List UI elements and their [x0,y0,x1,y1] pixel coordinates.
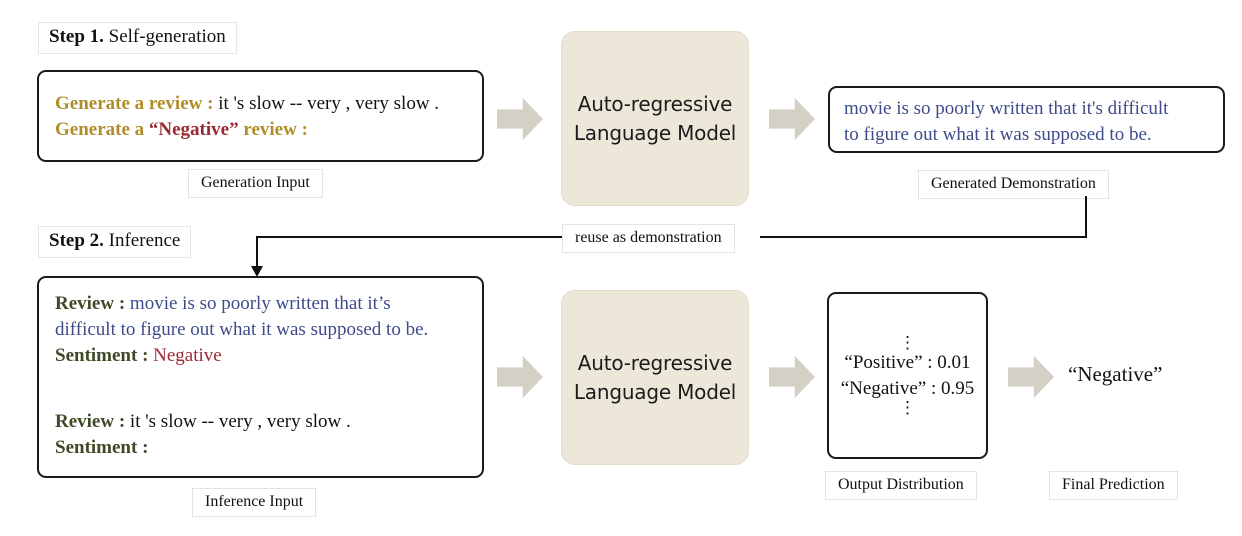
connector-vertical-left [256,236,258,269]
demo-review-value-line1: movie is so poorly written that it’s [129,293,391,314]
reuse-as-demonstration-label: reuse as demonstration [562,224,735,254]
generated-demo-line2: to figure out what it was supposed to be… [844,124,1152,146]
final-prediction-value: “Negative” [1068,362,1162,387]
demo-review-key: Review : [55,293,126,314]
inference-input-box: Review : movie is so poorly written that… [37,276,484,478]
distribution-dots-bottom: ⋮ [899,397,916,417]
output-distribution-caption-text: Output Distribution [838,476,964,493]
step1-name: Self-generation [108,26,226,47]
demo-sentiment-key: Sentiment : [55,345,149,367]
distribution-row-negative: “Negative” : 0.95 [840,377,975,399]
connector-horizontal-right [760,236,1087,238]
generation-input-box: Generate a review : it 's slow -- very ,… [37,70,484,162]
model-step2-line1: Auto-regressive [577,350,733,375]
model-step2-line2: Language Model [573,379,737,404]
generate-negative-label: “Negative” [148,119,239,141]
demo-sentiment-value: Negative [153,345,222,367]
inference-demo-sentiment-line: Sentiment : Negative [55,343,480,369]
arrow-generation-to-model-icon [497,97,543,141]
generated-demo-line1: movie is so poorly written that it's dif… [844,98,1169,119]
model-step1-line2: Language Model [573,120,737,145]
output-distribution-caption: Output Distribution [825,471,977,501]
connector-horizontal-left [256,236,562,238]
inference-query-review-line: Review : it 's slow -- very , very slow … [55,409,480,435]
inference-input-caption-text: Inference Input [205,493,304,510]
arrow-model-to-distribution-icon [769,355,815,399]
generated-demonstration-caption: Generated Demonstration [918,170,1109,200]
query-sentiment-key: Sentiment : [55,437,149,459]
generated-demonstration-box: movie is so poorly written that it's dif… [828,86,1225,153]
generated-demonstration-caption-text: Generated Demonstration [931,175,1096,192]
step1-number: Step 1. [49,26,104,47]
language-model-box-step1: Auto-regressive Language Model [561,31,749,206]
generate-negative-prefix: Generate a [55,119,145,141]
generation-input-caption: Generation Input [188,169,323,199]
distribution-row-positive: “Positive” : 0.01 [844,352,971,374]
arrow-distribution-to-prediction-icon [1008,355,1054,399]
distribution-dots-top: ⋮ [899,332,916,352]
inference-query-sentiment-line: Sentiment : [55,435,480,461]
demo-review-value-line2: difficult to figure out what it was supp… [55,319,429,341]
query-review-value: it 's slow -- very , very slow . [129,411,351,432]
connector-vertical-right [1085,196,1087,238]
final-prediction-text: “Negative” [1068,362,1163,386]
reuse-as-demonstration-text: reuse as demonstration [575,229,722,246]
generate-negative-suffix: review : [243,119,308,141]
inference-demo-review-line: Review : movie is so poorly written that… [55,291,480,317]
arrow-inference-to-model-icon [497,355,543,399]
generation-input-caption-text: Generation Input [201,174,310,191]
arrow-model-to-demonstration-icon [769,97,815,141]
inference-input-caption: Inference Input [192,488,317,518]
generation-input-line2: Generate a “Negative” review : [55,117,475,143]
step2-name: Inference [108,230,181,251]
connector-arrowhead-icon [251,266,263,277]
final-prediction-caption: Final Prediction [1049,471,1178,501]
step2-label: Step 2. Inference [38,226,192,258]
generate-review-value: it 's slow -- very , very slow . [218,93,440,114]
generate-review-key: Generate a review : [55,93,214,114]
step1-label: Step 1. Self-generation [38,22,237,54]
query-review-key: Review : [55,411,126,432]
output-distribution-box: ⋮ “Positive” : 0.01 “Negative” : 0.95 ⋮ [827,292,988,459]
generation-input-line1: Generate a review : it 's slow -- very ,… [55,91,475,117]
step2-number: Step 2. [49,230,104,251]
language-model-box-step2: Auto-regressive Language Model [561,290,749,465]
model-step1-line1: Auto-regressive [577,91,733,116]
final-prediction-caption-text: Final Prediction [1062,476,1165,493]
